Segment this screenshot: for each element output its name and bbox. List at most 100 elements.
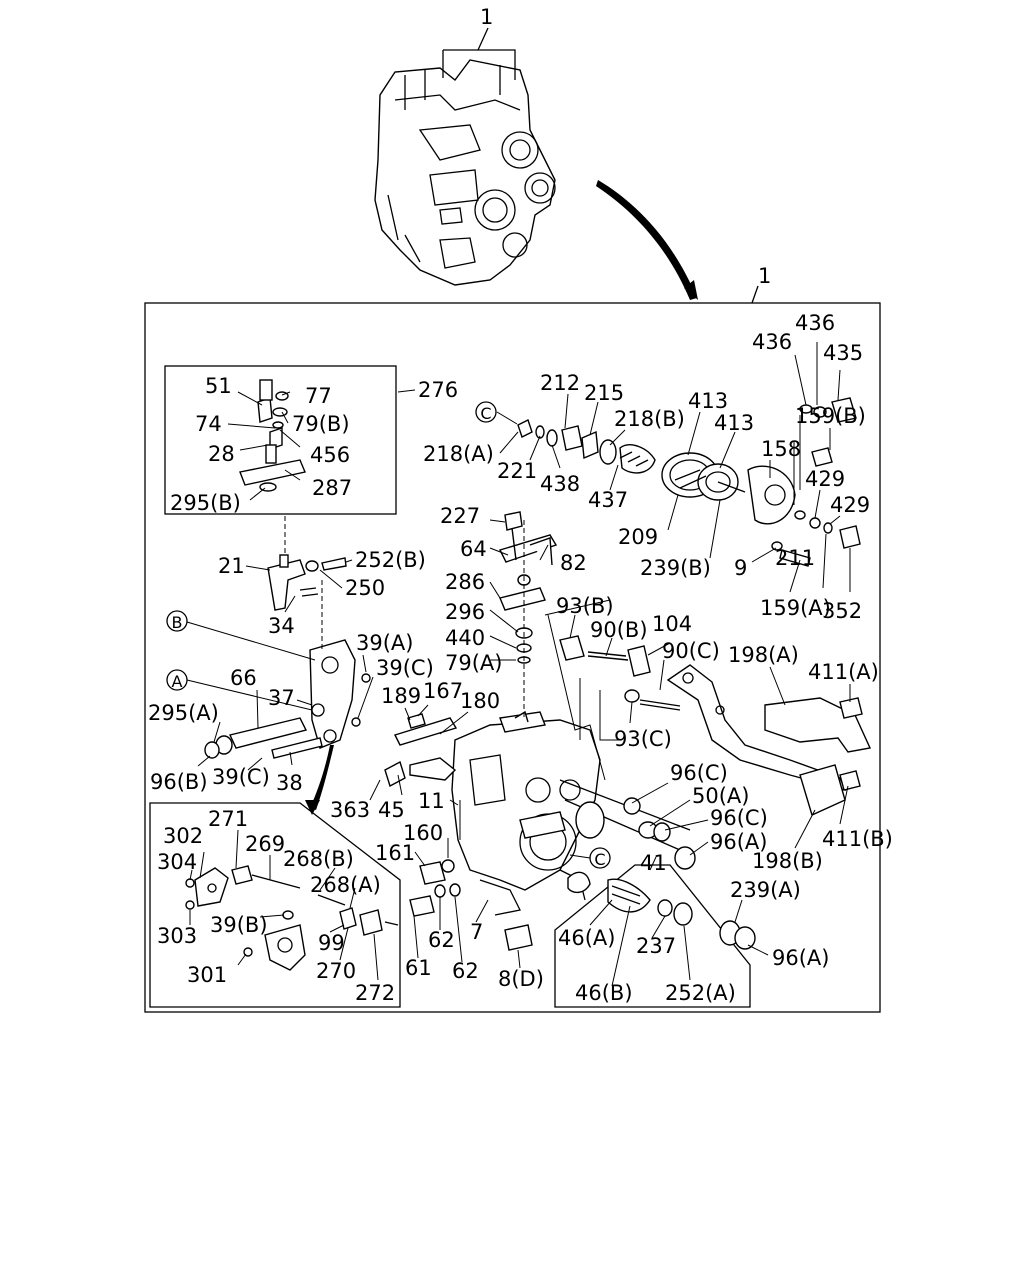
label-413: 413 bbox=[714, 411, 754, 435]
subassembly-46-box bbox=[554, 864, 751, 1008]
label-269: 269 bbox=[245, 832, 285, 856]
label-158: 158 bbox=[761, 437, 801, 461]
label-50a: 50(A) bbox=[692, 784, 749, 808]
label-77: 77 bbox=[305, 384, 332, 408]
label-270: 270 bbox=[316, 959, 356, 983]
label-74: 74 bbox=[195, 412, 222, 436]
label-79a: 79(A) bbox=[445, 651, 502, 675]
callout-c-lower: C bbox=[589, 847, 611, 869]
label-239a: 239(A) bbox=[730, 878, 801, 902]
subassembly-270-box bbox=[149, 802, 401, 1008]
label-303: 303 bbox=[157, 924, 197, 948]
label-21: 21 bbox=[218, 554, 245, 578]
label-252b: 252(B) bbox=[355, 548, 426, 572]
pump-assembly-overview bbox=[374, 59, 556, 286]
label-64: 64 bbox=[460, 537, 487, 561]
label-62: 62 bbox=[428, 928, 455, 952]
label-160: 160 bbox=[403, 821, 443, 845]
main-frame bbox=[144, 302, 881, 1013]
label-363: 363 bbox=[330, 798, 370, 822]
label-295a: 295(A) bbox=[148, 701, 219, 725]
label-211: 211 bbox=[775, 546, 815, 570]
label-62: 62 bbox=[452, 959, 479, 983]
label-198a: 198(A) bbox=[728, 643, 799, 667]
label-276: 276 bbox=[418, 378, 458, 402]
governor-housing bbox=[384, 710, 601, 916]
label-440: 440 bbox=[445, 626, 485, 650]
label-41: 41 bbox=[640, 851, 667, 875]
label-268b: 268(B) bbox=[283, 847, 354, 871]
label-438: 438 bbox=[540, 472, 580, 496]
label-90c: 90(C) bbox=[662, 639, 720, 663]
label-239b: 239(B) bbox=[640, 556, 711, 580]
label-159b: 159(B) bbox=[795, 404, 866, 428]
label-39c: 39(C) bbox=[212, 765, 270, 789]
label-51: 51 bbox=[205, 374, 232, 398]
label-435: 435 bbox=[823, 341, 863, 365]
label-437: 437 bbox=[588, 488, 628, 512]
label-271: 271 bbox=[208, 807, 248, 831]
label-167: 167 bbox=[423, 679, 463, 703]
label-161: 161 bbox=[375, 841, 415, 865]
label-37: 37 bbox=[268, 686, 295, 710]
label-96b: 96(B) bbox=[150, 770, 208, 794]
label-96a: 96(A) bbox=[710, 830, 767, 854]
label-34: 34 bbox=[268, 614, 295, 638]
label-221: 221 bbox=[497, 459, 537, 483]
label-159a: 159(A) bbox=[760, 596, 831, 620]
label-302: 302 bbox=[163, 824, 203, 848]
label-189: 189 bbox=[381, 684, 421, 708]
housing-bolts bbox=[409, 859, 533, 951]
label-287: 287 bbox=[312, 476, 352, 500]
label-39b: 39(B) bbox=[210, 913, 268, 937]
label-7: 7 bbox=[470, 920, 483, 944]
label-252a: 252(A) bbox=[665, 981, 736, 1005]
label-209: 209 bbox=[618, 525, 658, 549]
lever-37-parts bbox=[204, 639, 371, 759]
label-45: 45 bbox=[378, 798, 405, 822]
label-90b: 90(B) bbox=[590, 618, 648, 642]
label-93c: 93(C) bbox=[614, 727, 672, 751]
assembly-guide-lines bbox=[284, 415, 801, 840]
label-218b: 218(B) bbox=[614, 407, 685, 431]
label-250: 250 bbox=[345, 576, 385, 600]
label-301: 301 bbox=[187, 963, 227, 987]
callout-b: B bbox=[166, 610, 188, 632]
label-413: 413 bbox=[688, 389, 728, 413]
part-labels: 436 436 435 159(B) 51 77 276 79(B) 74 28… bbox=[148, 311, 893, 1005]
label-215: 215 bbox=[584, 381, 624, 405]
label-96c: 96(C) bbox=[710, 806, 768, 830]
label-39c: 39(C) bbox=[376, 656, 434, 680]
label-411a: 411(A) bbox=[808, 660, 879, 684]
label-411b: 411(B) bbox=[822, 827, 893, 851]
label-8d: 8(D) bbox=[498, 967, 544, 991]
label-1-box: 1 bbox=[758, 264, 771, 288]
label-456: 456 bbox=[310, 443, 350, 467]
lever-21-parts bbox=[267, 554, 347, 611]
seal-ring-parts bbox=[559, 779, 756, 950]
svg-text:C: C bbox=[480, 404, 491, 423]
bracket-198 bbox=[666, 664, 872, 816]
label-268a: 268(A) bbox=[310, 873, 381, 897]
label-96a: 96(A) bbox=[772, 946, 829, 970]
label-272: 272 bbox=[355, 981, 395, 1005]
assembly-arrow bbox=[596, 180, 697, 300]
governor-shaft-parts bbox=[239, 379, 306, 492]
label-38: 38 bbox=[276, 771, 303, 795]
label-436: 436 bbox=[795, 311, 835, 335]
label-46b: 46(B) bbox=[575, 981, 633, 1005]
label-212: 212 bbox=[540, 371, 580, 395]
label-99: 99 bbox=[318, 931, 345, 955]
label-93b: 93(B) bbox=[556, 594, 614, 618]
label-218a: 218(A) bbox=[423, 442, 494, 466]
label-286: 286 bbox=[445, 570, 485, 594]
label-429: 429 bbox=[830, 493, 870, 517]
label-11: 11 bbox=[418, 789, 445, 813]
label-296: 296 bbox=[445, 600, 485, 624]
label-46a: 46(A) bbox=[558, 926, 615, 950]
label-9: 9 bbox=[734, 556, 747, 580]
label-295b: 295(B) bbox=[170, 491, 241, 515]
label-66: 66 bbox=[230, 666, 257, 690]
label-352: 352 bbox=[822, 599, 862, 623]
